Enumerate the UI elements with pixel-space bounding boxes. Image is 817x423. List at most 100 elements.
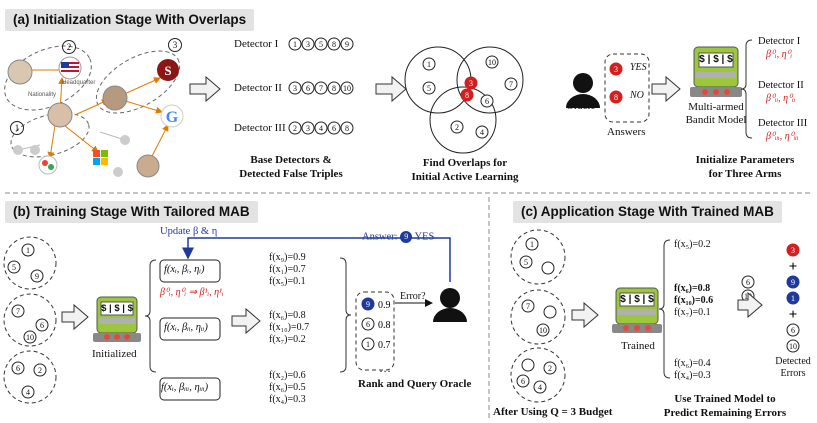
svg-text:1: 1 [366, 340, 370, 349]
venn-node-8: 8 [460, 88, 474, 102]
c-brace [658, 239, 671, 379]
c-cluster-node- [543, 305, 557, 319]
answer-1-text: YES [630, 62, 647, 73]
b-cluster-node-5: 5 [7, 260, 21, 274]
answer-node-8: 8 [609, 90, 623, 104]
svg-text:7: 7 [526, 302, 530, 311]
b-cluster-node-4: 4 [21, 385, 35, 399]
detector-2-node-6: 6 [301, 81, 315, 95]
detector-1-node-1: 1 [288, 37, 302, 51]
arms-brace [740, 39, 753, 139]
mab-label-2: Bandit Model [685, 114, 747, 126]
svg-text:10: 10 [488, 58, 496, 67]
knowledge-graph: S G [4, 45, 184, 178]
svg-text:10: 10 [539, 326, 547, 335]
venn-caption-1: Find Overlaps for [422, 157, 508, 169]
svg-text:3: 3 [614, 65, 618, 74]
svg-text:1: 1 [530, 240, 534, 249]
arm-3-label: Detector III [758, 118, 808, 129]
svg-text:3: 3 [791, 246, 795, 255]
arrow-a1 [189, 75, 221, 103]
arm-3-param: β⁰ᵢᵢᵢ, η⁰ᵢᵢᵢ [766, 131, 799, 142]
detected-node-3: 3 [786, 243, 800, 257]
detector-1-node-5: 5 [314, 37, 328, 51]
update-arrow [182, 237, 451, 282]
ranked-box [355, 291, 395, 371]
svg-text:5: 5 [524, 258, 528, 267]
svg-text:6: 6 [791, 326, 795, 335]
b-score-1-1: f(x₉)=0.9 [269, 252, 306, 263]
answers-label: Answers [607, 126, 646, 138]
b-cluster-node-6: 6 [35, 318, 49, 332]
venn-node-6: 6 [480, 94, 494, 108]
ranked-score-1: 0.9 [378, 300, 391, 311]
c-score-3-2: f(x₄)=0.3 [674, 370, 711, 381]
svg-text:3: 3 [293, 84, 297, 93]
arm-2-fn: f(xᵢ, βᵢᵢ, ηᵢᵢ) [164, 322, 208, 333]
svg-text:10: 10 [26, 333, 34, 342]
c-score-2-3: f(x₇)=0.1 [674, 307, 711, 318]
detector-3-node-3: 3 [301, 121, 315, 135]
answer-label-b: Answer: 9 YES [362, 231, 435, 243]
venn-caption-2: Initial Active Learning [411, 171, 519, 183]
mab-label-1: Multi-armed [688, 101, 744, 113]
svg-text:9: 9 [345, 40, 349, 49]
svg-text:6: 6 [40, 321, 44, 330]
svg-text:S: S [164, 63, 171, 78]
oracle-person-icon-b [433, 288, 467, 322]
detector-3-label: Detector III [234, 122, 286, 134]
b-cluster-node-7: 7 [11, 304, 25, 318]
arm-1-fn: f(xᵢ, βᵢ, ηᵢ) [164, 264, 205, 275]
venn-node-7: 7 [504, 77, 518, 91]
detector-3-node-2: 2 [288, 121, 302, 135]
answers-box [604, 53, 650, 123]
base-caption-1: Base Detectors & [250, 154, 332, 166]
svg-text:9: 9 [366, 300, 370, 309]
svg-text:2: 2 [38, 366, 42, 375]
use-caption-2: Predict Remaining Errors [663, 407, 787, 419]
detector-3-node-4: 4 [314, 121, 328, 135]
arrow-a2 [375, 75, 407, 103]
svg-text:2: 2 [293, 124, 297, 133]
venn-node-2: 2 [450, 120, 464, 134]
svg-text:2: 2 [455, 123, 459, 132]
arm-1-label: Detector I [758, 36, 801, 47]
svg-text:5: 5 [427, 84, 431, 93]
svg-text:4: 4 [480, 128, 484, 137]
plus-icon: + [789, 259, 798, 275]
detector-2-node-10: 10 [340, 81, 354, 95]
venn-node-3: 3 [464, 76, 478, 90]
b-cluster-node-9: 9 [30, 269, 44, 283]
detected-node-6: 6 [786, 323, 800, 337]
arrow-c1 [571, 301, 599, 329]
arm-2-param: β⁰ᵢᵢ, η⁰ᵢᵢ [766, 93, 796, 104]
svg-text:5: 5 [12, 263, 16, 272]
svg-text:8: 8 [345, 124, 349, 133]
detected-label-2: Errors [780, 368, 806, 379]
scores-brace [339, 257, 352, 373]
svg-text:9: 9 [791, 278, 795, 287]
svg-text:4: 4 [319, 124, 323, 133]
svg-text:6: 6 [16, 364, 20, 373]
section-b-title: (b) Training Stage With Tailored MAB [5, 201, 258, 223]
initialized-label: Initialized [92, 348, 137, 360]
ranked-node-9: 9 [361, 297, 375, 311]
c-cluster-node- [521, 358, 535, 372]
plus-icon: + [789, 307, 798, 323]
c-cluster-node-1: 1 [525, 237, 539, 251]
detected-node-1: 1 [786, 291, 800, 305]
use-caption-1: Use Trained Model to [674, 393, 776, 405]
detector-3-node-6: 6 [327, 121, 341, 135]
trained-label: Trained [621, 340, 655, 352]
budget-caption: After Using Q = 3 Budget [493, 406, 613, 418]
venn-node-5: 5 [422, 81, 436, 95]
kg-group-2-label: 2 [62, 40, 76, 54]
svg-text:4: 4 [26, 388, 30, 397]
c-score-1-1: f(x₅)=0.2 [674, 239, 711, 250]
b-cluster-node-10: 10 [23, 330, 37, 344]
c-score-3-1: f(x₆)=0.4 [674, 358, 711, 369]
oracle-person-icon [566, 73, 600, 108]
svg-text:7: 7 [509, 80, 513, 89]
